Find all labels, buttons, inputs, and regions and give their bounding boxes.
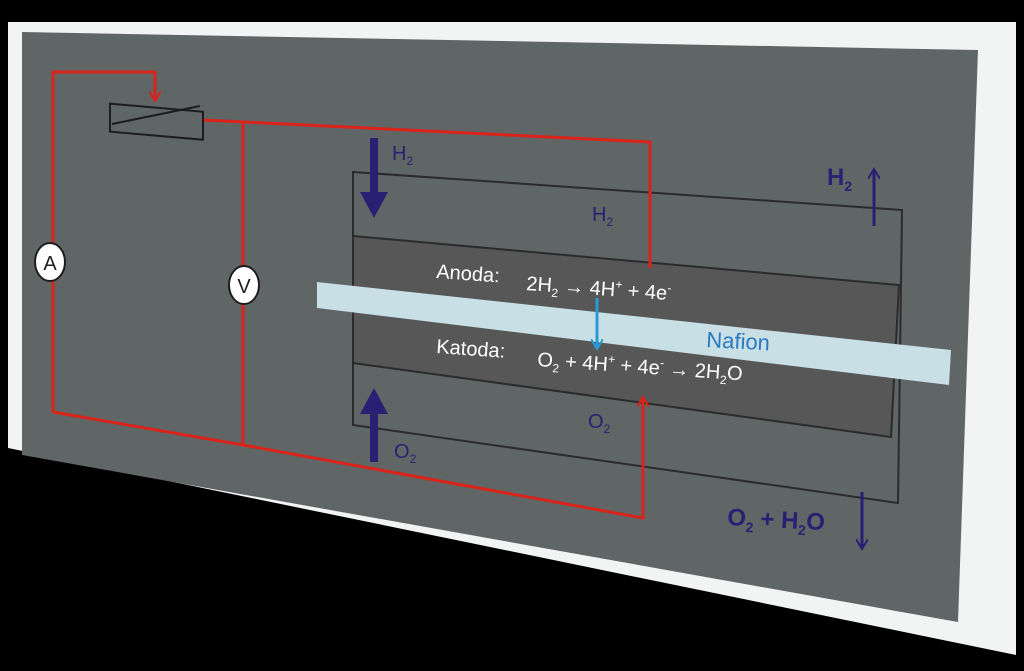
ammeter-label: A (43, 253, 57, 275)
h2-outlet-label: H2 (827, 164, 852, 194)
nafion-label: Nafion (706, 327, 771, 355)
nafion-membrane (317, 282, 951, 385)
resistor-slider (111, 105, 201, 125)
h2-inlet-arrow (360, 138, 388, 218)
o2-chamber-label: O2 (588, 411, 611, 436)
wire-top (202, 118, 652, 268)
anode-equation: 2H2 → 4H+ + 4e- (525, 271, 672, 308)
ammeter (34, 242, 66, 282)
wire-loop (51, 70, 155, 412)
cathode-equation: O2 + 4H+ + 4e- → 2H2O (536, 347, 743, 388)
voltmeter (228, 265, 260, 305)
h2-inlet-label: H2 (392, 143, 413, 168)
o2-inlet-label: O2 (394, 441, 417, 466)
outlet-mix-label: O2 + H2O (727, 504, 826, 539)
wire-bottom (52, 398, 643, 520)
cathode-label: Katoda: (436, 336, 506, 363)
resistor (109, 102, 204, 141)
o2-inlet-arrow (360, 388, 388, 462)
h2-chamber-label: H2 (592, 204, 613, 229)
anode-label: Anoda: (436, 261, 501, 287)
voltmeter-label: V (237, 276, 251, 298)
